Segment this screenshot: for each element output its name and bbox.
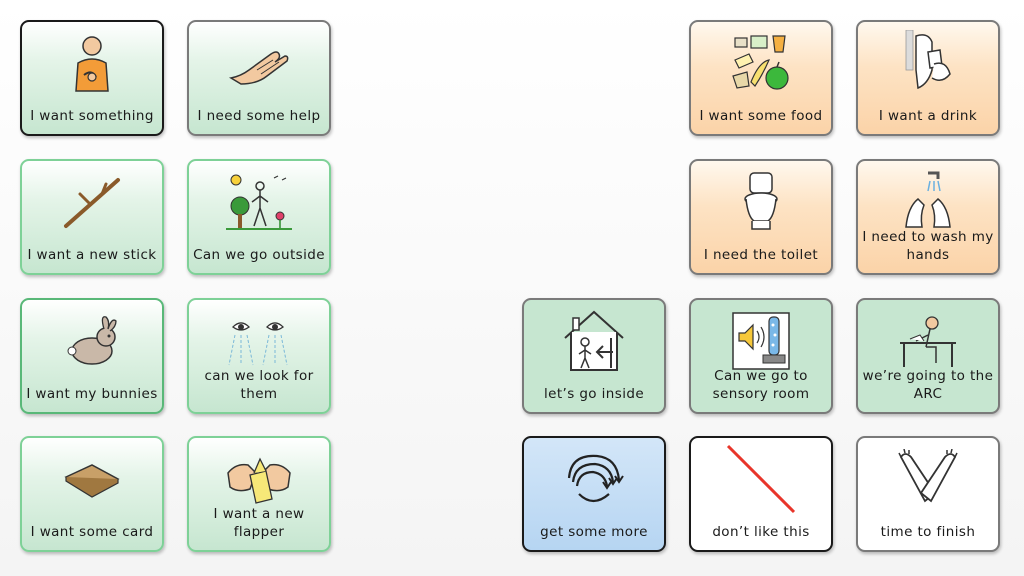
crossed-arms-finish-icon xyxy=(858,446,998,512)
flapper-icon xyxy=(189,446,329,512)
cell-i-need-to-wash-my-hands[interactable]: I need to wash my hands xyxy=(856,159,1000,275)
cell-label: I want a new stick xyxy=(27,247,157,263)
cell-can-we-look-for-them[interactable]: can we look for them xyxy=(187,298,331,414)
cell-label: Can we go to sensory room xyxy=(712,368,810,402)
cell-dont-like-this[interactable]: don’t like this xyxy=(689,436,833,552)
cell-label: I want some card xyxy=(30,524,154,540)
cell-i-want-a-new-stick[interactable]: I want a new stick xyxy=(20,159,164,275)
eyes-looking-icon xyxy=(189,308,329,374)
cell-i-need-some-help[interactable]: I need some help xyxy=(187,20,331,136)
cell-time-to-finish[interactable]: time to finish xyxy=(856,436,1000,552)
wash-hands-icon xyxy=(858,169,998,235)
dont-like-icon xyxy=(691,444,831,514)
cell-label: I want some food xyxy=(699,108,823,124)
cell-label: I need to wash my hands xyxy=(862,229,994,263)
outside-icon xyxy=(189,169,329,235)
rabbit-icon xyxy=(22,308,162,374)
cell-label: I want my bunnies xyxy=(26,386,158,402)
more-icon xyxy=(524,446,664,512)
house-enter-icon xyxy=(524,308,664,374)
drink-icon xyxy=(858,30,998,96)
cell-can-we-go-outside[interactable]: Can we go outside xyxy=(187,159,331,275)
cell-label: don’t like this xyxy=(712,524,810,540)
helping-hand-icon xyxy=(189,30,329,96)
cell-label: Can we go outside xyxy=(193,247,325,263)
sensory-room-icon xyxy=(691,308,831,374)
cell-label: I need the toilet xyxy=(703,247,819,263)
cell-get-some-more[interactable]: get some more xyxy=(522,436,666,552)
cell-i-want-something[interactable]: I want something xyxy=(20,20,164,136)
person-at-desk-icon xyxy=(858,308,998,374)
cell-i-want-a-new-flapper[interactable]: I want a new flapper xyxy=(187,436,331,552)
cell-label: I want a drink xyxy=(878,108,978,124)
cell-i-want-some-card[interactable]: I want some card xyxy=(20,436,164,552)
toilet-icon xyxy=(691,169,831,235)
cell-can-we-go-to-sensory-room[interactable]: Can we go to sensory room xyxy=(689,298,833,414)
cell-i-want-my-bunnies[interactable]: I want my bunnies xyxy=(20,298,164,414)
food-icon xyxy=(691,30,831,96)
stick-icon xyxy=(22,169,162,235)
cell-label: can we look for them xyxy=(204,368,314,402)
cell-lets-go-inside[interactable]: let’s go inside xyxy=(522,298,666,414)
cell-label: get some more xyxy=(540,524,648,540)
person-pointing-self-icon xyxy=(22,30,162,96)
cell-i-want-a-drink[interactable]: I want a drink xyxy=(856,20,1000,136)
cell-label: I need some help xyxy=(197,108,321,124)
cell-label: we’re going to the ARC xyxy=(862,368,994,402)
cell-label: time to finish xyxy=(880,524,976,540)
cell-label: I want something xyxy=(30,108,154,124)
cell-were-going-to-the-arc[interactable]: we’re going to the ARC xyxy=(856,298,1000,414)
card-icon xyxy=(22,446,162,512)
cell-i-need-the-toilet[interactable]: I need the toilet xyxy=(689,159,833,275)
cell-label: let’s go inside xyxy=(543,386,645,402)
cell-i-want-some-food[interactable]: I want some food xyxy=(689,20,833,136)
cell-label: I want a new flapper xyxy=(213,506,305,540)
